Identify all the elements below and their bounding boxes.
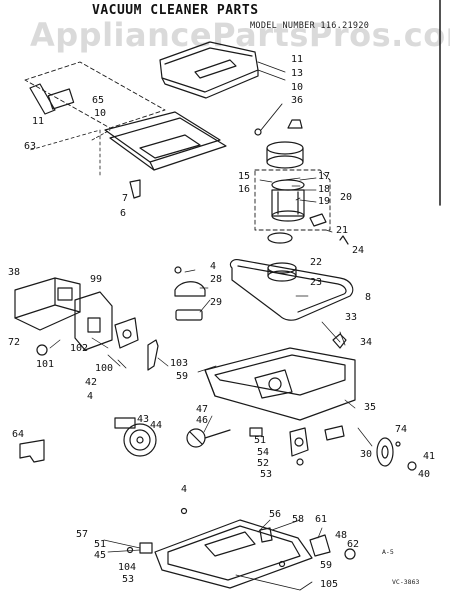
part-label-59: 59 [320,560,333,571]
part-label-35: 35 [364,402,377,413]
clip-45-part [139,542,153,554]
part-label-21: 21 [336,225,349,236]
rear-wheel-assembly [376,437,417,471]
part-label-102: 102 [70,343,89,354]
switch-61-part [309,534,331,557]
part-label-10: 10 [94,108,107,119]
model-number-label: MODEL NUMBER 116.21920 [250,21,370,31]
diagram-title: VACUUM CLEANER PARTS [92,3,259,18]
part-label-40: 40 [418,469,431,480]
part-label-105: 105 [320,579,339,590]
page-code: A-5 [382,548,394,556]
part-label-19: 19 [318,196,331,207]
part-label-16: 16 [238,184,251,195]
wheel-pad-29-part [175,309,203,321]
part-label-48: 48 [335,530,348,541]
motor-fan-assembly [114,417,157,457]
part-label-41: 41 [423,451,436,462]
part-label-4: 4 [87,391,94,402]
hose-hook-part [147,339,159,371]
filter-64-part [19,439,45,463]
hood-cover-part [159,41,259,99]
part-label-57: 57 [76,529,89,540]
part-label-22: 22 [310,257,323,268]
tank-base-part [204,347,356,421]
part-label-44: 44 [150,420,163,431]
part-label-65: 65 [92,95,105,106]
part-label-28: 28 [210,274,223,285]
part-label-30: 30 [360,449,373,460]
latch-part [129,179,141,199]
part-label-59: 59 [176,371,189,382]
part-label-11: 11 [291,54,304,65]
clip-24-part [339,235,349,245]
part-label-20: 20 [340,192,353,203]
part-label-99: 99 [90,274,103,285]
part-label-15: 15 [238,171,251,182]
screw-4-part [180,507,188,515]
part-label-13: 13 [291,68,304,79]
part-label-46: 46 [196,415,209,426]
part-label-56: 56 [269,509,282,520]
part-label-103: 103 [170,358,189,369]
intake-duct-part [14,277,81,331]
part-label-33: 33 [345,312,358,323]
part-label-63: 63 [24,141,37,152]
bag-door-assembly [24,61,227,176]
part-label-7: 7 [122,193,129,204]
part-label-101: 101 [36,359,55,370]
part-label-38: 38 [8,267,21,278]
wheel-cap-28-part [174,281,206,297]
part-label-42: 42 [85,377,98,388]
leader-lines [49,177,373,553]
part-label-53: 53 [260,469,273,480]
part-label-36: 36 [291,95,304,106]
grommet-72-part [36,344,48,356]
part-label-29: 29 [210,297,223,308]
switch-assembly [74,291,139,351]
part-label-52: 52 [257,458,270,469]
part-label-17: 17 [318,171,331,182]
bumper-frame-part [229,259,354,321]
part-label-24: 24 [352,245,365,256]
part-label-104: 104 [118,562,137,573]
part-label-45: 45 [94,550,107,561]
part-label-23: 23 [310,277,323,288]
part-label-34: 34 [360,337,373,348]
wheel-bracket-assembly [249,425,345,466]
knob-36-part [287,119,303,129]
part-label-43: 43 [137,414,150,425]
part-label-4: 4 [210,261,217,272]
part-label-100: 100 [95,363,114,374]
part-label-61: 61 [315,514,328,525]
part-label-53: 53 [122,574,135,585]
drawing-code: VC-3863 [392,578,420,586]
part-label-74: 74 [395,424,408,435]
bottom-plate-part [154,519,313,589]
part-label-58: 58 [292,514,305,525]
part-label-8: 8 [365,292,372,303]
brush-roll-part [186,428,231,448]
part-label-54: 54 [257,447,270,458]
part-label-18: 18 [318,184,331,195]
part-label-10: 10 [291,82,304,93]
part-label-51: 51 [94,539,107,550]
part-label-64: 64 [12,429,25,440]
watermark-text: AppliancePartsPros.com [30,16,450,54]
motor-assembly [254,141,331,282]
part-label-72: 72 [8,337,21,348]
part-label-11: 11 [32,116,45,127]
part-label-51: 51 [254,435,267,446]
part-label-6: 6 [120,208,127,219]
part-label-4: 4 [181,484,188,495]
part-label-62: 62 [347,539,360,550]
part-label-47: 47 [196,404,209,415]
screw-part [254,128,262,136]
latch-33-part [332,333,347,349]
